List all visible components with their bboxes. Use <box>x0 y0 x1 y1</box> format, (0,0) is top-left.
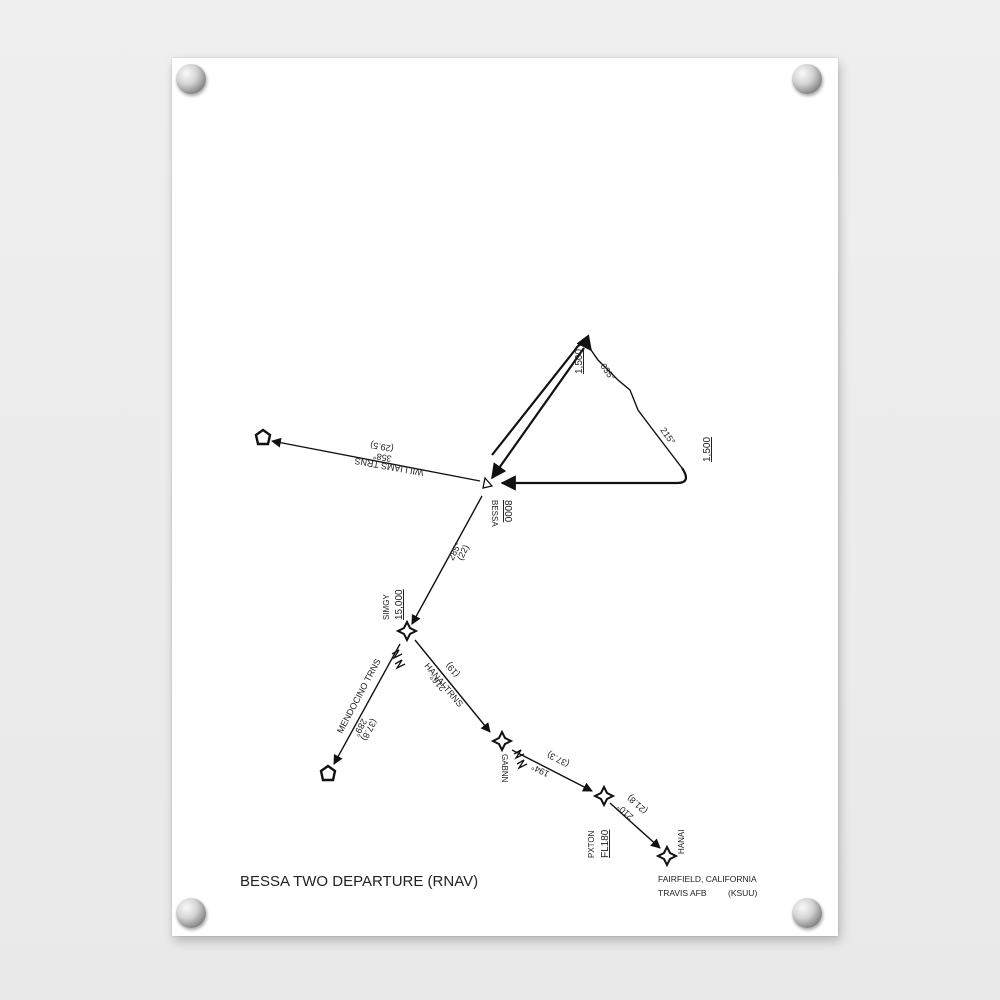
acrylic-print: 1,500 035° 215° 1,500 WILLIAMS TRNS 358°… <box>172 58 838 936</box>
pxton-altitude: FL180 <box>600 829 611 858</box>
leg-gabnn-pxton <box>511 749 593 792</box>
hanai-trns-distance: (19) <box>444 660 462 679</box>
fix-simgy-icon <box>395 619 419 643</box>
simgy-name: SIMGY <box>382 594 391 620</box>
williams-course: 358° <box>372 451 392 464</box>
fix-gabnn-icon <box>490 729 514 753</box>
fix-pxton-icon <box>592 784 616 808</box>
vortac-mendocino-icon <box>319 764 337 782</box>
chart-airport: TRAVIS AFB <box>658 888 707 898</box>
leg-mendocino <box>333 643 401 765</box>
williams-distance: (29.5) <box>369 440 394 454</box>
vortac-williams-icon <box>254 428 272 446</box>
east-turn <box>676 467 688 485</box>
standoff-bottom-left-icon <box>176 898 206 928</box>
standoff-top-left-icon <box>176 64 206 94</box>
leg-bessa-simgy <box>411 495 483 625</box>
gabnn-name: GABNN <box>500 754 509 783</box>
fix-hanai-icon <box>655 844 679 868</box>
course-035: 035° <box>598 361 617 382</box>
leg-to-north-turn <box>491 349 576 456</box>
simgy-altitude: 15,000 <box>394 589 405 620</box>
course-215: 215° <box>658 425 677 446</box>
chart-title: BESSA TWO DEPARTURE (RNAV) <box>240 873 478 890</box>
leg-bessa-up <box>491 347 585 480</box>
standoff-top-right-icon <box>792 64 822 94</box>
alt-1500-north: 1,500 <box>574 349 585 374</box>
climb-loop <box>491 334 688 491</box>
pxton-name: PXTON <box>587 830 596 858</box>
north-turn <box>574 334 592 352</box>
break-symbol-icon <box>391 649 406 670</box>
alt-1500-east: 1,500 <box>702 437 713 462</box>
chart-airport-id: (KSUU) <box>728 888 757 898</box>
departure-chart: 1,500 035° 215° 1,500 WILLIAMS TRNS 358°… <box>240 334 757 898</box>
standoff-bottom-right-icon <box>792 898 822 928</box>
chart-location: FAIRFIELD, CALIFORNIA <box>658 874 757 884</box>
gabnn-pxton-distance: (37.3) <box>545 750 570 770</box>
leg-hanai-trns <box>414 639 491 733</box>
leg-williams <box>271 437 481 482</box>
hanai-name: HANAI <box>677 830 686 854</box>
leg-035-215 <box>590 349 683 469</box>
bessa-altitude: 8000 <box>502 500 513 523</box>
break-symbol-icon <box>513 749 528 770</box>
bessa-name: BESSA <box>490 500 499 527</box>
leg-pxton-hanai <box>609 802 661 849</box>
triangle-fix-icon <box>482 476 494 489</box>
